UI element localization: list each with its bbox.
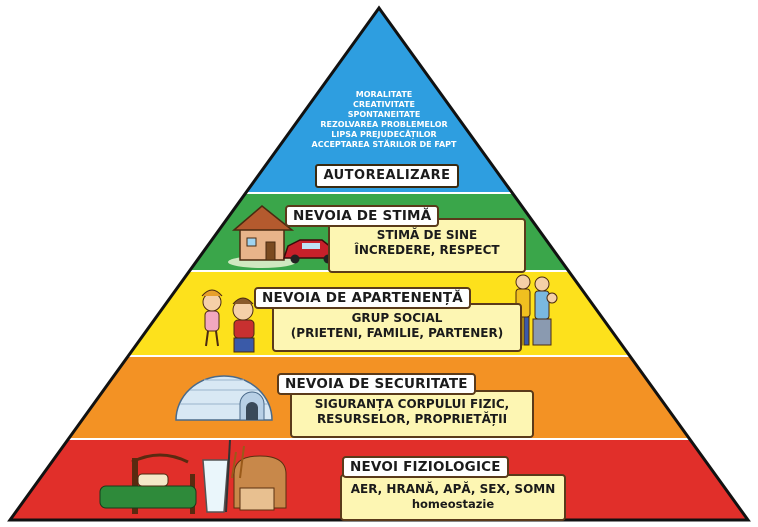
detail-line: ÎNCREDERE, RESPECT — [354, 243, 500, 257]
detail-line: SPONTANEITATE — [347, 110, 421, 119]
children-icon — [201, 289, 255, 353]
level-2-title: NEVOIA DE SECURITATE — [277, 373, 476, 395]
detail-line: GRUP SOCIAL — [351, 311, 443, 325]
detail-line: ACCEPTAREA STĂRILOR DE FAPT — [311, 140, 457, 149]
detail-line: (PRIETENI, FAMILIE, PARTENER) — [290, 326, 504, 340]
level-1-details: AER, HRANĂ, APĂ, SEX, SOMN homeostazie — [340, 474, 566, 521]
level-2-details: SIGURANȚA CORPULUI FIZIC, RESURSELOR, PR… — [290, 390, 534, 438]
detail-line: STIMĂ DE SINE — [376, 228, 478, 242]
detail-line: REZOLVAREA PROBLEMELOR — [320, 120, 448, 129]
detail-line: SIGURANȚA CORPULUI FIZIC, — [314, 397, 510, 411]
level-4-title: NEVOIA DE STIMĂ — [285, 205, 440, 227]
car-icon — [282, 239, 339, 264]
igloo-icon — [175, 375, 273, 421]
self-actualization-details: MORALITATE CREATIVITATE SPONTANEITATE RE… — [300, 90, 468, 150]
level-3-details: GRUP SOCIAL (PRIETENI, FAMILIE, PARTENER… — [272, 303, 522, 352]
detail-line: RESURSELOR, PROPRIETĂȚII — [316, 412, 508, 426]
level-3-title: NEVOIA DE APARTENENȚĂ — [254, 287, 471, 309]
level-1-title: NEVOI FIZIOLOGICE — [342, 456, 509, 478]
detail-line: AER, HRANĂ, APĂ, SEX, SOMN — [350, 482, 556, 496]
house-icon — [228, 205, 296, 268]
detail-line: homeostazie — [411, 497, 495, 511]
detail-line: LIPSA PREJUDECĂȚILOR — [331, 130, 437, 139]
level-5-title: AUTOREALIZARE — [315, 164, 459, 188]
detail-line: CREATIVITATE — [353, 100, 415, 109]
water-glass-icon — [202, 439, 231, 513]
bed-icon — [99, 453, 197, 514]
detail-line: MORALITATE — [355, 90, 413, 99]
bread-icon — [231, 445, 287, 511]
